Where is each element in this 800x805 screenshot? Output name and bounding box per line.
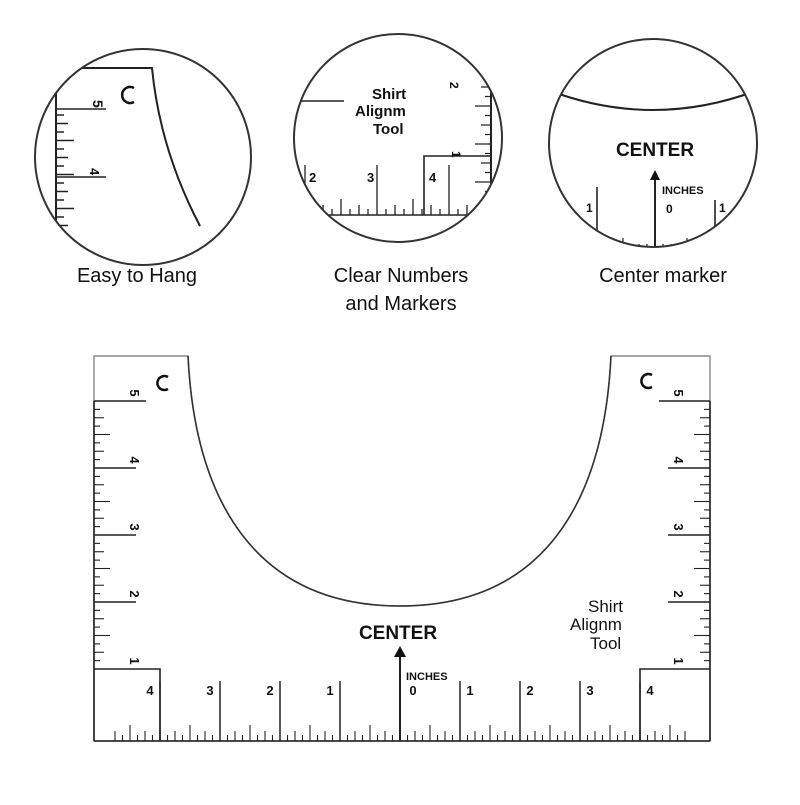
ruler-bottom-number: 2	[526, 683, 533, 698]
zoom-brand-line-2: Alignm	[355, 103, 406, 120]
ruler-side-number-left: 5	[127, 389, 142, 396]
ruler-bottom-number: 0	[409, 683, 416, 698]
zoom-side-number-1: 1	[449, 151, 463, 158]
ruler-outline	[93, 355, 711, 742]
ruler-side-number-right: 2	[671, 590, 686, 597]
caption-center-marker-line-1: Center marker	[599, 265, 727, 287]
ruler-side-numbers: 5 5 4 4 3 3 2 2 1 1	[127, 389, 686, 664]
caption-clear-numbers: Clear Numbers and Markers	[296, 262, 506, 318]
zoom-center-label: CENTER	[616, 140, 694, 161]
ruler-brand-line-2: Alignm	[570, 615, 622, 634]
center-arrow-icon	[394, 646, 406, 657]
zoom-brand-line-3: Tool	[373, 121, 404, 138]
zoom-bottom-number-4: 4	[429, 170, 437, 185]
caption-center-marker: Center marker	[563, 262, 763, 290]
zoom-center-number-left-1: 1	[586, 201, 593, 215]
ruler-side-number-left: 2	[127, 590, 142, 597]
zoom-center-number-right-1: 1	[719, 201, 726, 215]
zoom-side-number-2: 2	[447, 82, 461, 89]
ruler-brand-line-1: Shirt	[588, 597, 623, 616]
ruler-bottom-number: 4	[146, 683, 154, 698]
ruler-side-number-left: 1	[127, 657, 142, 664]
ruler-side-number-right: 5	[671, 389, 686, 396]
zoom-brand-line-1: Shirt	[372, 86, 406, 103]
caption-easy-to-hang: Easy to Hang	[37, 262, 237, 290]
hang-hole-left-icon	[156, 374, 169, 392]
ruler-bottom-number: 3	[586, 683, 593, 698]
ruler-side-number-left: 3	[127, 523, 142, 530]
ruler-side-number-left: 4	[127, 456, 142, 464]
zoom-hang-number-4: 4	[87, 168, 102, 176]
zoom-inches-label: INCHES	[662, 185, 704, 197]
ruler-bottom-number: 4	[646, 683, 654, 698]
zoom-hang-hole: 5 4	[34, 48, 252, 266]
hang-hole-right-icon	[640, 372, 653, 390]
ruler-brand-line-3: Tool	[590, 634, 621, 653]
zoom-center-marker: CENTER INCHES 1 0 1	[548, 38, 758, 248]
ruler-bottom-numbers: 4 3 2 1 0 1 2 3 4	[146, 683, 654, 698]
ruler-bottom-number: 2	[266, 683, 273, 698]
caption-clear-numbers-line-2: and Markers	[345, 293, 457, 315]
ruler-side-number-right: 1	[671, 657, 686, 664]
tshirt-ruler: CENTER INCHES Shirt Alignm Tool 4 3 2 1 0 1 2 3…	[93, 355, 711, 742]
zoom-hang-number-5: 5	[90, 100, 106, 108]
ruler-side-number-right: 4	[671, 456, 686, 464]
caption-easy-to-hang-line-1: Easy to Hang	[76, 265, 198, 287]
zoom-bottom-number-2: 2	[309, 170, 316, 185]
ruler-inches-label: INCHES	[406, 671, 448, 683]
ruler-center-label: CENTER	[359, 623, 437, 644]
ruler-bottom-number: 3	[206, 683, 213, 698]
ruler-neck-curve	[187, 355, 612, 607]
zoom-numbers: Shirt Alignm Tool 2 1 2 3 4	[293, 33, 503, 243]
ruler-bottom-number: 1	[466, 683, 473, 698]
zoom-center-number-0: 0	[666, 202, 673, 216]
caption-clear-numbers-line-1: Clear Numbers	[333, 265, 469, 287]
ruler-bottom-number: 1	[326, 683, 333, 698]
zoom-bottom-number-3: 3	[367, 170, 374, 185]
ruler-side-number-right: 3	[671, 523, 686, 530]
